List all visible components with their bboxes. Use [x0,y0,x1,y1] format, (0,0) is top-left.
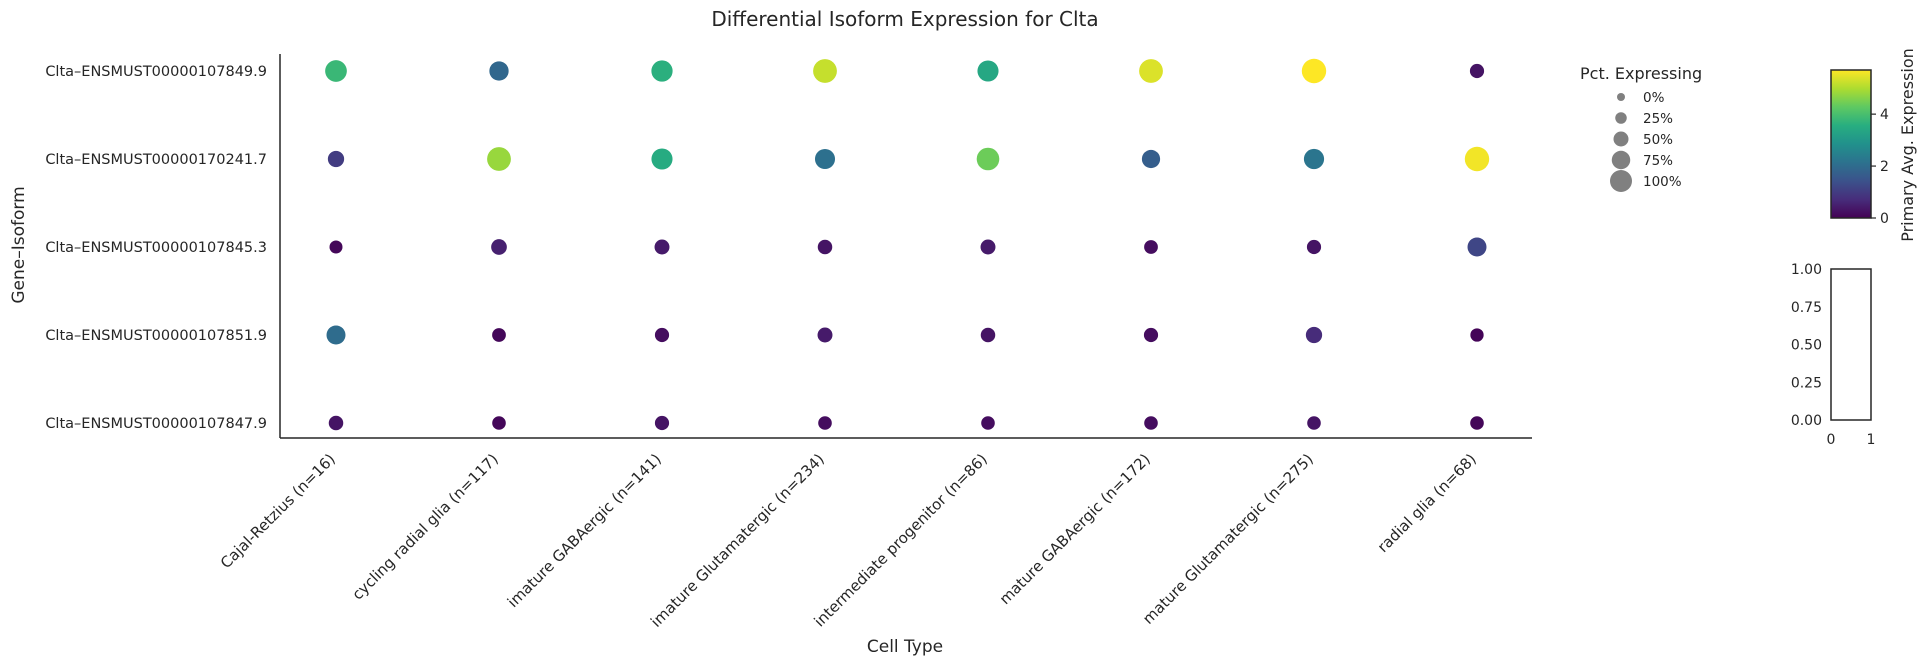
y-tick-label: Clta–ENSMUST00000107845.3 [45,240,267,256]
y-tick-label: Clta–ENSMUST00000170241.7 [45,152,267,168]
x-tick-label: imature GABAergic (n=141) [504,450,665,611]
dot-mark [1301,58,1327,84]
dot-mark [328,415,344,431]
colorbar-tick-label: 0 [1880,211,1889,227]
empty-axes-x-tick-label: 0 [1827,432,1836,448]
dot-mark [817,239,833,255]
empty-axes-x-tick-label: 1 [1867,432,1876,448]
empty-axes-y-tick-label: 0.50 [1791,338,1822,354]
size-legend-label: 50% [1643,132,1673,148]
empty-axes-y-tick-label: 0.00 [1791,413,1822,429]
x-tick-label: radial glia (n=68) [1374,450,1480,556]
colorbar-tick-label: 2 [1880,159,1889,175]
main-plot-area: Clta–ENSMUST00000107849.9Clta–ENSMUST000… [45,54,1532,631]
dot-mark [1307,416,1321,430]
dot-mark [1306,239,1322,255]
size-legend-label: 100% [1643,174,1682,190]
colorbar-label: Primary Avg. Expression [1898,48,1917,242]
dot-mark [327,150,345,168]
size-legend-marker [1613,131,1629,147]
dot-mark [654,327,670,343]
colorbar: Primary Avg. Expression 0 2 4 [1830,48,1917,242]
dot-mark [813,59,837,83]
dot-mark [487,147,511,171]
dot-mark [976,147,1000,171]
dot-mark [651,148,673,170]
empty-axes-y-tick-label: 1.00 [1791,262,1822,278]
dot-mark [489,61,509,81]
y-tick-label: Clta–ENSMUST00000107847.9 [45,416,267,432]
x-tick-label: mature Glutamatergic (n=275) [1139,450,1317,628]
empty-axes-frame [1830,268,1872,421]
empty-axes-y-tick-label: 0.75 [1791,300,1822,316]
y-tick-labels: Clta–ENSMUST00000107849.9Clta–ENSMUST000… [45,64,267,432]
dot-mark [329,240,343,254]
dot-mark [1470,328,1484,342]
size-legend-marker [1617,93,1625,101]
dot-mark [977,60,999,82]
dot-mark [1144,240,1158,254]
dot-mark [1303,148,1325,170]
dot-mark [817,327,833,343]
dot-mark [1305,326,1323,344]
y-tick-label: Clta–ENSMUST00000107851.9 [45,328,267,344]
y-axis-label: Gene–Isoform [9,186,29,303]
colorbar-tick-label: 4 [1880,107,1889,123]
dot-marks [325,58,1490,431]
dot-mark [1143,327,1159,343]
dot-mark [981,416,995,430]
chart-title: Differential Isoform Expression for Clta [711,7,1098,31]
empty-inset-axes: 0.00 0.25 0.50 0.75 1.00 0 1 [1791,262,1876,448]
colorbar-gradient [1830,69,1872,219]
dot-mark [325,60,347,82]
size-legend-marker [1615,112,1627,124]
dot-mark [326,325,346,345]
dot-mark [651,60,673,82]
size-legend-label: 0% [1643,90,1665,106]
dot-mark [492,416,506,430]
size-legend: Pct. Expressing 0% 25% 50% 75% 100% [1580,64,1702,192]
size-legend-label: 25% [1643,111,1673,127]
dot-mark [980,327,996,343]
dot-mark [818,416,832,430]
size-legend-label: 75% [1643,153,1673,169]
dot-mark [1139,59,1163,83]
size-legend-title: Pct. Expressing [1580,64,1702,83]
dot-mark [980,239,996,255]
size-legend-marker [1611,150,1631,170]
dot-mark [1470,416,1484,430]
dot-mark [492,328,506,342]
dot-mark [1469,63,1485,79]
x-tick-label: imature Glutamatergic (n=234) [647,450,828,631]
dot-mark [814,148,836,170]
dot-mark [654,239,670,255]
x-tick-label: cycling radial glia (n=117) [348,450,501,603]
dot-mark [1464,146,1490,172]
dot-mark [1467,237,1487,257]
dot-mark [1144,416,1158,430]
dot-mark [491,239,507,255]
size-legend-marker [1610,170,1632,192]
dot-mark [1141,149,1161,169]
x-tick-label: Cajal-Retzius (n=16) [217,450,339,572]
x-tick-label: mature GABAergic (n=172) [996,450,1154,608]
dot-mark [654,415,670,431]
empty-axes-y-tick-label: 0.25 [1791,375,1822,391]
y-tick-label: Clta–ENSMUST00000107849.9 [45,64,267,80]
x-tick-label: intermediate progenitor (n=86) [810,450,990,630]
x-axis-label: Cell Type [867,637,943,657]
x-tick-labels: Cajal-Retzius (n=16)cycling radial glia … [217,450,1480,631]
